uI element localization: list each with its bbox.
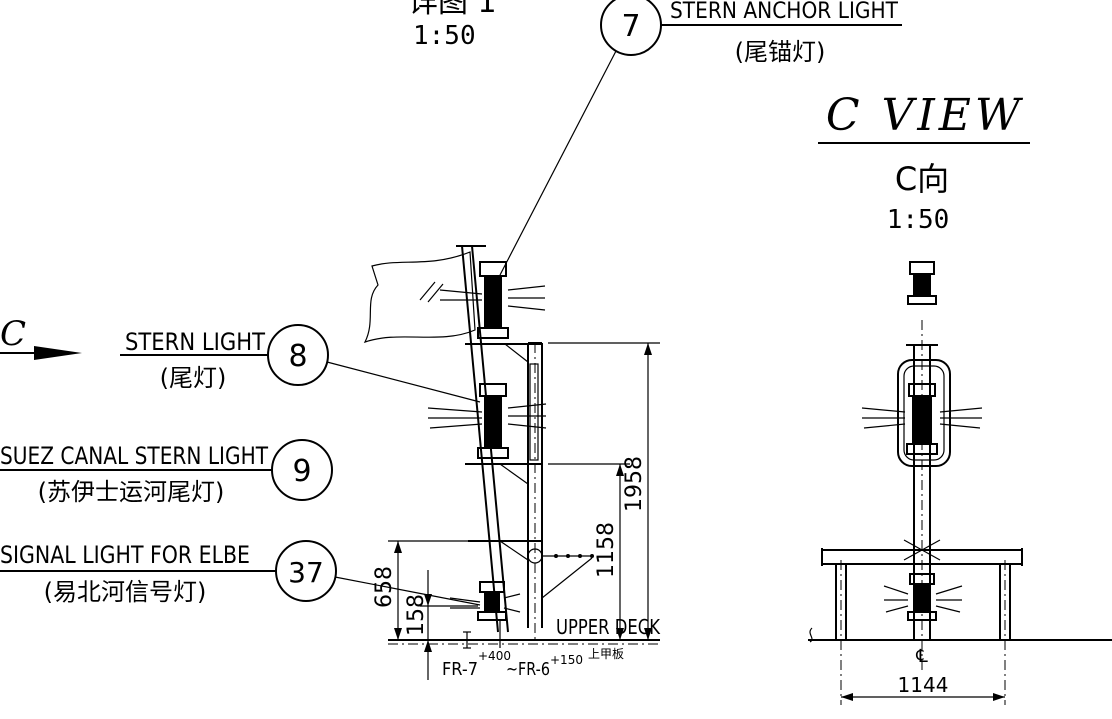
dim-1158-label: 1158: [594, 522, 619, 578]
dimension-658: 658: [372, 540, 470, 640]
callout-37-label-cn: (易北河信号灯): [44, 578, 207, 606]
callout-9-label-cn: (苏伊士运河尾灯): [38, 478, 225, 506]
centerline-mark: ℄: [915, 646, 928, 667]
upper-deck-label: UPPER DECK: [556, 615, 661, 639]
frame-6-label: ~FR-6: [506, 659, 550, 680]
stern-anchor-light-icon: [439, 261, 546, 339]
callout-37-label: SIGNAL LIGHT FOR ELBE: [0, 541, 250, 569]
dimension-1958: 1958: [548, 342, 660, 640]
callout-7-label: STERN ANCHOR LIGHT: [670, 0, 899, 24]
view-title-cn: C向: [895, 160, 949, 198]
dimension-158: 158: [404, 570, 478, 680]
callout-9-number: 9: [292, 454, 311, 489]
dimension-1144: 1144: [841, 673, 1005, 701]
frame-7-label: FR-7: [442, 659, 478, 680]
frame-7-offset: +400: [478, 649, 511, 663]
signal-light-icon: [449, 581, 521, 621]
mast-side-view: [363, 245, 594, 640]
dim-658-label: 658: [372, 566, 397, 608]
stern-light-icon: [427, 383, 547, 459]
callout-37-number: 37: [288, 556, 324, 589]
dimension-1158: 1158: [548, 463, 630, 640]
dim-158-label: 158: [404, 594, 429, 636]
callout-8-label: STERN LIGHT: [125, 328, 265, 356]
detail-scale: 1:50: [413, 21, 476, 51]
callout-7-number: 7: [621, 9, 640, 44]
c-view-drawing: [808, 261, 1112, 705]
view-title: C VIEW: [826, 90, 1024, 141]
frame-6-offset: +150: [550, 653, 583, 667]
callout-8-number: 8: [288, 339, 307, 374]
dim-1958-label: 1958: [622, 456, 647, 512]
view-arrow-letter: C: [0, 314, 26, 354]
view-arrow: C: [0, 314, 82, 360]
callout-7-label-cn: (尾锚灯): [735, 38, 826, 66]
callout-7: 7 STERN ANCHOR LIGHT (尾锚灯): [499, 0, 902, 276]
dim-1144-label: 1144: [898, 673, 949, 697]
upper-deck-label-cn: 上甲板: [588, 647, 624, 661]
callout-8: STERN LIGHT (尾灯) 8: [120, 324, 481, 403]
callout-9: SUEZ CANAL STERN LIGHT (苏伊士运河尾灯) 9: [0, 439, 333, 506]
callout-8-label-cn: (尾灯): [160, 364, 227, 392]
view-scale: 1:50: [887, 205, 950, 235]
callout-9-label: SUEZ CANAL STERN LIGHT: [0, 442, 268, 470]
callout-37: SIGNAL LIGHT FOR ELBE (易北河信号灯) 37: [0, 540, 481, 606]
detail-title: 详图 1: [408, 0, 497, 20]
